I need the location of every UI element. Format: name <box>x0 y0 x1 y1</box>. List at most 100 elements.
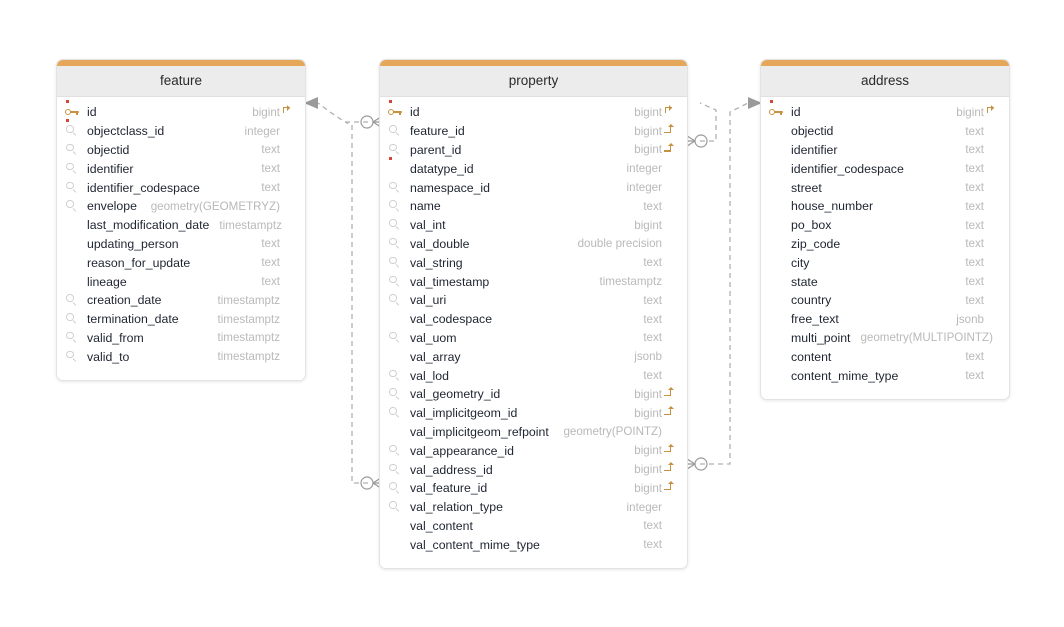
search-icon <box>388 199 408 213</box>
column-icon-none <box>769 124 789 138</box>
search-icon <box>388 218 408 232</box>
column-name: id <box>410 105 420 120</box>
column-link-none <box>282 162 293 176</box>
column-name: val_lod <box>410 368 449 383</box>
column-link-none <box>282 181 293 195</box>
column-icon-none <box>769 331 789 345</box>
column-name: val_timestamp <box>410 274 490 289</box>
column-name: val_relation_type <box>410 500 503 515</box>
column-icon-none <box>388 156 408 176</box>
column-name: valid_from <box>87 330 144 345</box>
column-name: identifier <box>87 161 134 176</box>
column-type: text <box>965 350 984 364</box>
column-link-none <box>664 350 675 364</box>
column-link-none <box>664 237 675 251</box>
column-type: geometry(POINTZ) <box>563 425 662 439</box>
column-icon-none <box>769 162 789 176</box>
table-title[interactable]: property <box>380 66 687 97</box>
column-type: text <box>965 181 984 195</box>
column-name: lineage <box>87 274 127 289</box>
column-name: street <box>791 180 822 195</box>
search-icon <box>65 331 85 345</box>
column-type: text <box>965 369 984 383</box>
column-type: bigint <box>634 463 662 477</box>
column-name: state <box>791 274 818 289</box>
column-name: objectid <box>791 124 834 139</box>
table-title[interactable]: address <box>761 66 1009 97</box>
table-title[interactable]: feature <box>57 66 305 97</box>
column-name: val_implicitgeom_id <box>410 406 518 421</box>
column-type: double precision <box>577 237 662 251</box>
column-link-none <box>664 519 675 533</box>
wire-parent-id <box>699 102 717 142</box>
column-name: identifier_codespace <box>87 180 200 195</box>
column-icon-none <box>65 218 85 232</box>
column-link-none <box>284 218 295 232</box>
column-link-none <box>664 425 675 439</box>
column-type: integer <box>626 181 662 195</box>
column-type: text <box>261 256 280 270</box>
wire-val-address-id <box>700 102 749 465</box>
search-icon <box>65 312 85 326</box>
column-row[interactable]: street text <box>761 178 1009 197</box>
foreign-key-out-icon <box>664 462 675 477</box>
